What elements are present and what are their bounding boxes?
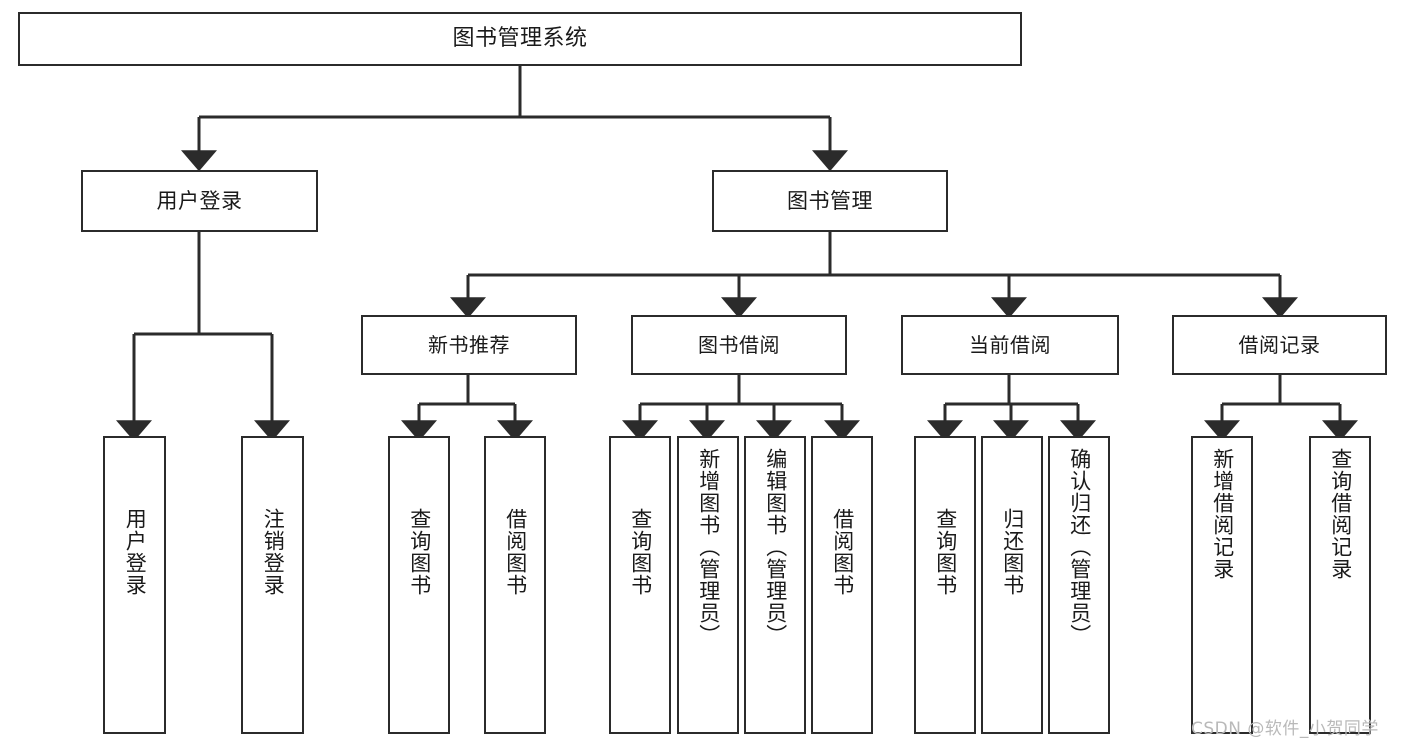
node-label: 图书管理 xyxy=(787,188,873,213)
node-label: 新增借阅记录 xyxy=(1210,448,1235,580)
node-label: 图书借阅 xyxy=(698,332,780,357)
node-borrow-record[interactable]: 借阅记录 xyxy=(1172,315,1387,375)
node-book-borrow[interactable]: 图书借阅 xyxy=(631,315,847,375)
leaf-logout[interactable]: 注销登录 xyxy=(241,436,304,734)
leaf-borrow-book-recommend[interactable]: 借阅图书 xyxy=(484,436,546,734)
node-label: 用户登录 xyxy=(123,508,148,596)
leaf-query-book-recommend[interactable]: 查询图书 xyxy=(388,436,450,734)
node-label: 查询图书 xyxy=(933,508,958,596)
node-label: 查询图书 xyxy=(628,508,653,596)
node-label: 归还图书 xyxy=(1000,508,1025,596)
leaf-query-borrow-record[interactable]: 查询借阅记录 xyxy=(1309,436,1371,734)
leaf-query-book-current[interactable]: 查询图书 xyxy=(914,436,976,734)
leaf-add-borrow-record[interactable]: 新增借阅记录 xyxy=(1191,436,1253,734)
leaf-user-login[interactable]: 用户登录 xyxy=(103,436,166,734)
node-current-borrow[interactable]: 当前借阅 xyxy=(901,315,1119,375)
leaf-edit-book-admin[interactable]: 编辑图书（管理员） xyxy=(744,436,806,734)
leaf-confirm-return-admin[interactable]: 确认归还（管理员） xyxy=(1048,436,1110,734)
node-label: 用户登录 xyxy=(156,188,243,213)
leaf-borrow-book[interactable]: 借阅图书 xyxy=(811,436,873,734)
node-root-book-management-system[interactable]: 图书管理系统 xyxy=(18,12,1022,66)
node-new-book-recommend[interactable]: 新书推荐 xyxy=(361,315,577,375)
node-label: 新书推荐 xyxy=(428,332,510,357)
node-label: 借阅记录 xyxy=(1238,332,1321,357)
node-label: 确认归还（管理员） xyxy=(1067,448,1092,646)
csdn-watermark: CSDN @软件_小贺同学 xyxy=(1191,719,1379,739)
leaf-add-book-admin[interactable]: 新增图书（管理员） xyxy=(677,436,739,734)
node-label: 借阅图书 xyxy=(830,508,855,596)
node-label: 注销登录 xyxy=(261,508,286,596)
node-label: 借阅图书 xyxy=(503,508,528,596)
node-label: 编辑图书（管理员） xyxy=(763,448,788,646)
node-label: 当前借阅 xyxy=(969,332,1051,357)
node-label: 图书管理系统 xyxy=(452,26,588,52)
leaf-return-book[interactable]: 归还图书 xyxy=(981,436,1043,734)
node-label: 查询图书 xyxy=(407,508,432,596)
node-label: 查询借阅记录 xyxy=(1328,448,1353,580)
node-label: 新增图书（管理员） xyxy=(696,448,721,646)
node-book-management[interactable]: 图书管理 xyxy=(712,170,948,232)
leaf-query-book-borrow[interactable]: 查询图书 xyxy=(609,436,671,734)
node-user-login[interactable]: 用户登录 xyxy=(81,170,318,232)
